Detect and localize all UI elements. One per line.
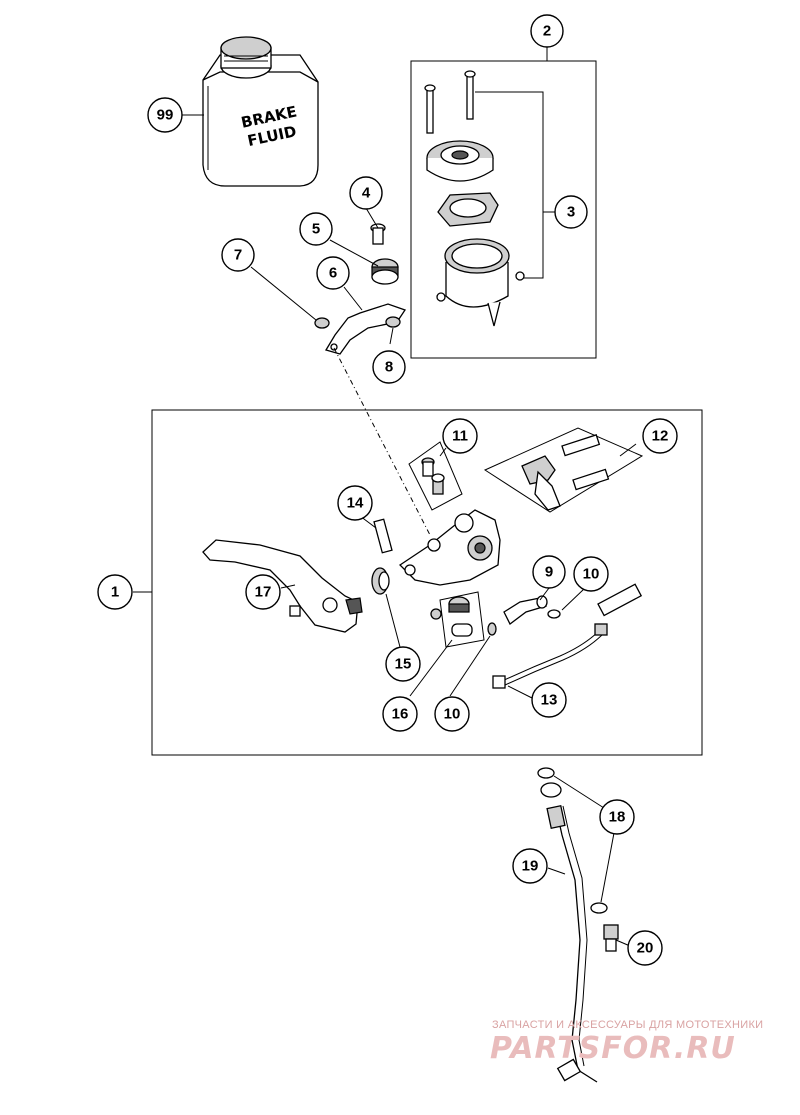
clamp-part-10-lower — [487, 622, 497, 636]
reservoir-kit-frame — [410, 60, 597, 359]
svg-text:13: 13 — [541, 692, 558, 709]
bleeder-kit-frame — [408, 441, 463, 511]
banjo-bolt-part-20 — [603, 924, 619, 952]
callout-5: 5 — [299, 212, 333, 246]
svg-text:11: 11 — [452, 428, 468, 445]
svg-text:7: 7 — [234, 247, 242, 264]
hose-part-9 — [503, 595, 548, 625]
callout-16: 16 — [382, 696, 418, 732]
svg-text:17: 17 — [255, 584, 272, 601]
svg-text:1: 1 — [111, 584, 119, 601]
callout-9: 9 — [532, 555, 566, 589]
callout-3: 3 — [554, 195, 588, 229]
svg-text:15: 15 — [395, 656, 412, 673]
svg-text:10: 10 — [444, 706, 461, 723]
pin-part-14 — [373, 518, 393, 554]
callout-15: 15 — [385, 646, 421, 682]
brake-light-switch-part-13 — [492, 583, 643, 689]
svg-text:12: 12 — [652, 428, 669, 445]
master-cylinder-assembly-frame — [151, 409, 703, 756]
callout-2: 2 — [530, 14, 564, 48]
svg-text:9: 9 — [545, 564, 553, 581]
svg-text:20: 20 — [637, 940, 654, 957]
svg-text:2: 2 — [543, 23, 551, 40]
svg-text:3: 3 — [567, 204, 575, 221]
callout-6: 6 — [316, 256, 350, 290]
brake-lever-part-17 — [202, 539, 363, 633]
reservoir-diaphragm — [437, 192, 499, 227]
callout-10-upper: 10 — [573, 556, 609, 592]
callout-10-lower: 10 — [434, 696, 470, 732]
bleeder-valve-part-11 — [421, 457, 445, 495]
grommet-part-5 — [371, 258, 399, 285]
brake-fluid-can: BRAKE FLUID — [202, 36, 319, 187]
svg-text:19: 19 — [522, 858, 539, 875]
callout-7: 7 — [221, 238, 255, 272]
callout-4: 4 — [349, 176, 383, 210]
reservoir-cap — [426, 140, 494, 182]
banjo-fitting-part-16 — [430, 596, 473, 637]
callout-12: 12 — [642, 418, 678, 454]
handlebar-clamp-part-12 — [521, 434, 610, 511]
master-cylinder-body — [398, 509, 501, 586]
callout-17: 17 — [245, 574, 281, 610]
reservoir-body — [436, 238, 525, 327]
svg-text:4: 4 — [362, 185, 371, 202]
bolt-part-4 — [370, 223, 386, 245]
svg-text:6: 6 — [329, 265, 337, 282]
banjo-kit-frame — [439, 591, 485, 648]
callout-18: 18 — [599, 799, 635, 835]
callout-8: 8 — [372, 350, 406, 384]
callout-20: 20 — [627, 930, 663, 966]
callout-13: 13 — [531, 682, 567, 718]
watermark-brand-logo: PARTSFOR.RU — [490, 1031, 736, 1066]
svg-text:8: 8 — [385, 359, 393, 376]
bolt-part-7 — [314, 317, 330, 329]
callout-11: 11 — [442, 418, 478, 454]
clamp-part-10-upper — [547, 609, 561, 619]
reservoir-screws — [424, 70, 476, 134]
callout-1: 1 — [97, 574, 133, 610]
svg-text:18: 18 — [609, 809, 626, 826]
callout-14: 14 — [337, 485, 373, 521]
dust-boot-part-15 — [371, 567, 390, 595]
clamp-kit-frame — [483, 427, 644, 513]
washer-part-18-lower — [590, 902, 608, 914]
brake-line-part-19 — [540, 782, 598, 1083]
svg-text:14: 14 — [347, 495, 364, 512]
bracket-part-6 — [325, 303, 407, 355]
watermark-tagline: ЗАПЧАСТИ И АКСЕССУАРЫ ДЛЯ МОТОТЕХНИКИ — [492, 1019, 764, 1031]
callout-99: 99 — [147, 97, 183, 133]
callout-19: 19 — [512, 848, 548, 884]
svg-text:16: 16 — [392, 706, 409, 723]
nut-part-8 — [385, 316, 401, 328]
washer-part-18-upper — [537, 767, 555, 779]
svg-text:5: 5 — [312, 221, 320, 238]
svg-text:99: 99 — [157, 107, 174, 124]
svg-text:10: 10 — [583, 566, 600, 583]
